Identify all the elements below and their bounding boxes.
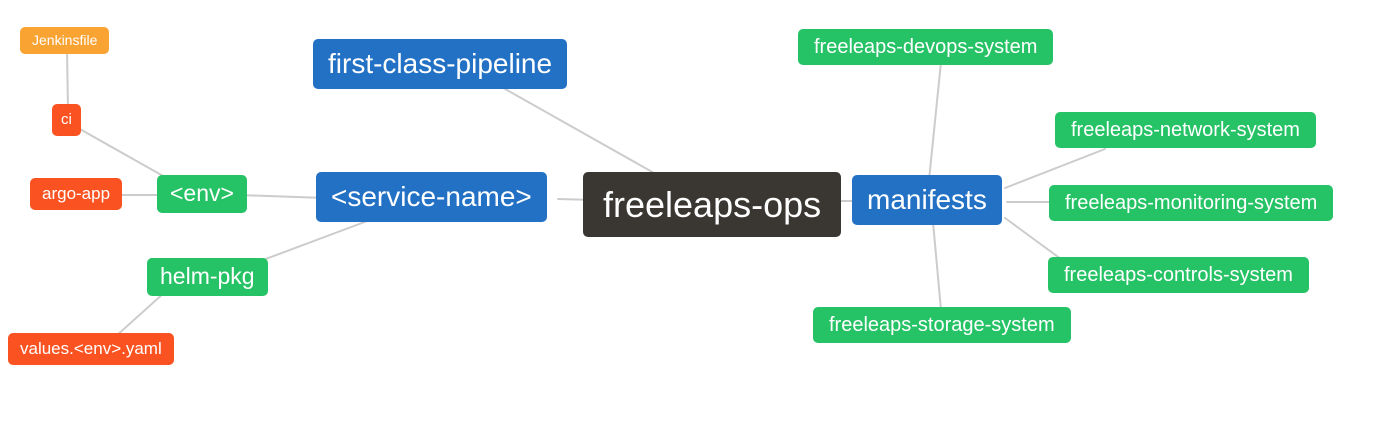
edge-jenkinsfile-ci: [66, 49, 69, 111]
edge-manifests-network: [1004, 148, 1106, 189]
edge-manifests-storage: [932, 221, 942, 311]
node-freeleaps-network-system[interactable]: freeleaps-network-system: [1055, 112, 1316, 148]
node-first-class-pipeline[interactable]: first-class-pipeline: [313, 39, 568, 89]
node-argo-app[interactable]: argo-app: [30, 178, 123, 211]
node-helm-pkg[interactable]: helm-pkg: [147, 258, 268, 296]
edge-ci-env: [77, 127, 173, 182]
edge-env-service-name: [237, 194, 326, 199]
edge-manifests-controls: [1004, 217, 1066, 263]
node-values-env-yaml[interactable]: values.<env>.yaml: [8, 333, 174, 366]
node-freeleaps-storage-system[interactable]: freeleaps-storage-system: [813, 307, 1071, 343]
edge-manifests-devops: [928, 61, 942, 181]
node-manifests[interactable]: manifests: [852, 175, 1002, 225]
node-env[interactable]: <env>: [157, 175, 247, 213]
node-freeleaps-monitoring-system[interactable]: freeleaps-monitoring-system: [1049, 185, 1334, 221]
node-jenkinsfile[interactable]: Jenkinsfile: [20, 27, 110, 54]
node-freeleaps-controls-system[interactable]: freeleaps-controls-system: [1048, 257, 1309, 293]
edge-first-class-pipeline-root: [497, 84, 671, 183]
node-freeleaps-ops[interactable]: freeleaps-ops: [583, 172, 842, 238]
node-ci[interactable]: ci: [52, 104, 81, 136]
node-service-name[interactable]: <service-name>: [316, 172, 547, 222]
edge-helm-pkg-values: [114, 291, 166, 338]
edge-service-name-helm-pkg: [254, 219, 371, 264]
node-freeleaps-devops-system[interactable]: freeleaps-devops-system: [798, 29, 1054, 65]
